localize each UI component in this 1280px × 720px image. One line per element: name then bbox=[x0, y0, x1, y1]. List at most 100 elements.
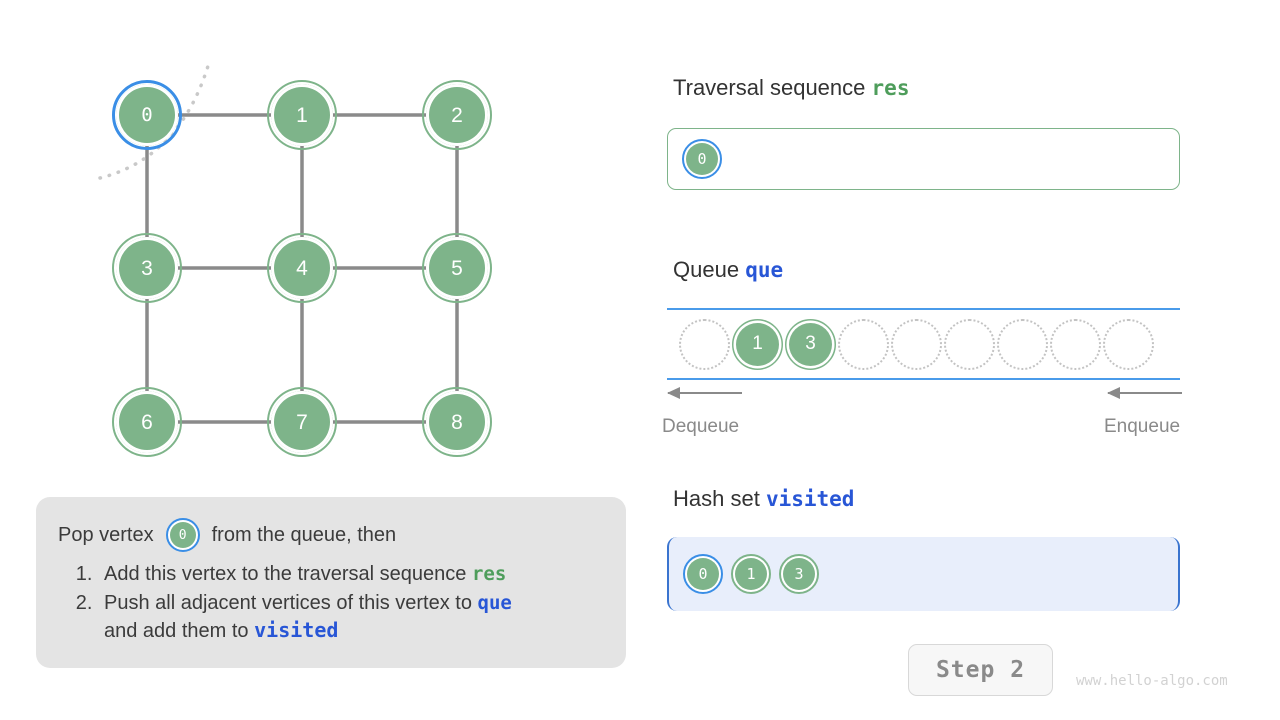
queue-slot-empty-7[interactable] bbox=[1050, 318, 1101, 370]
queue-slot-label: 1 bbox=[736, 322, 779, 366]
res-container: 0 bbox=[667, 128, 1180, 190]
caption-step-1-text: Add this vertex to the traversal sequenc… bbox=[104, 563, 467, 585]
caption-text-before: Pop vertex bbox=[58, 523, 154, 546]
queue-slot-label: 3 bbox=[789, 322, 832, 366]
hash-title-text: Hash set bbox=[673, 486, 760, 511]
graph-node-label: 3 bbox=[141, 256, 153, 280]
graph-node-4[interactable]: 4 bbox=[267, 233, 337, 303]
queue-title-text: Queue bbox=[673, 257, 740, 282]
graph-node-circle: 4 bbox=[267, 233, 337, 303]
caption-step-2: Push all adjacent vertices of this verte… bbox=[98, 590, 604, 645]
caption-step-1: Add this vertex to the traversal sequenc… bbox=[98, 561, 604, 588]
graph-node-label: 2 bbox=[451, 103, 463, 127]
res-title-code: res bbox=[871, 76, 910, 100]
caption-line-primary: Pop vertex 0 from the queue, then bbox=[58, 515, 604, 555]
graph-node-2[interactable]: 2 bbox=[422, 80, 492, 150]
hash-item-ring bbox=[779, 554, 819, 594]
queue-slot-empty-6[interactable] bbox=[997, 318, 1048, 370]
graph-node-3[interactable]: 3 bbox=[112, 233, 182, 303]
graph-node-label: 6 bbox=[141, 410, 153, 434]
step-indicator-button[interactable]: Step 2 bbox=[908, 644, 1053, 696]
queue-slot-3[interactable]: 3 bbox=[785, 318, 836, 370]
queue-slot-ring bbox=[732, 318, 783, 370]
graph-node-6[interactable]: 6 bbox=[112, 387, 182, 457]
graph-node-5[interactable]: 5 bbox=[422, 233, 492, 303]
enqueue-arrow-icon bbox=[1107, 387, 1182, 399]
queue-slot-label bbox=[842, 323, 885, 366]
caption-step-2-text-2: and add them to bbox=[104, 620, 249, 643]
queue-slot-label bbox=[1001, 323, 1044, 366]
queue-slot-label bbox=[1107, 323, 1150, 366]
caption-step-2-code-visited: visited bbox=[254, 618, 339, 643]
graph-node-circle: 2 bbox=[422, 80, 492, 150]
graph-node-label: 0 bbox=[141, 103, 153, 126]
queue-slot-ring bbox=[785, 318, 836, 370]
queue-slot-empty-3[interactable] bbox=[838, 318, 889, 370]
res-section-title: Traversal sequence res bbox=[673, 75, 909, 101]
hash-section-title: Hash set visited bbox=[673, 486, 854, 512]
hash-item-0[interactable]: 0 bbox=[683, 554, 723, 594]
graph-node-8[interactable]: 8 bbox=[422, 387, 492, 457]
res-item-0[interactable]: 0 bbox=[682, 139, 722, 179]
queue-slot-ring bbox=[944, 318, 995, 370]
res-title-text: Traversal sequence bbox=[673, 75, 866, 100]
graph-node-0[interactable]: 0 bbox=[112, 80, 182, 150]
queue-slot-label bbox=[683, 323, 726, 366]
graph-node-label: 4 bbox=[296, 256, 308, 280]
enqueue-label: Enqueue bbox=[1104, 416, 1181, 437]
queue-slot-1[interactable]: 1 bbox=[732, 318, 783, 370]
caption-vertex-chip: 0 bbox=[165, 518, 200, 552]
queue-section-title: Queue que bbox=[673, 257, 783, 283]
queue-slot-empty-0[interactable] bbox=[679, 318, 730, 370]
hash-item-3[interactable]: 3 bbox=[779, 554, 819, 594]
caption-step-list: Add this vertex to the traversal sequenc… bbox=[58, 561, 604, 646]
graph-node-circle: 6 bbox=[112, 387, 182, 457]
res-item-ring bbox=[682, 139, 722, 179]
caption-text-after: from the queue, then bbox=[211, 523, 397, 546]
graph-node-label: 1 bbox=[296, 103, 308, 127]
graph-node-7[interactable]: 7 bbox=[267, 387, 337, 457]
hash-item-ring bbox=[683, 554, 723, 594]
graph-node-circle: 3 bbox=[112, 233, 182, 303]
queue-rail-top-line bbox=[667, 308, 1180, 310]
hash-item-ring bbox=[731, 554, 771, 594]
queue-slot-empty-8[interactable] bbox=[1103, 318, 1154, 370]
queue-slot-label bbox=[1054, 323, 1097, 366]
queue-slot-ring bbox=[997, 318, 1048, 370]
dequeue-arrow-icon bbox=[667, 387, 742, 399]
hash-item-1[interactable]: 1 bbox=[731, 554, 771, 594]
queue-slot-ring bbox=[891, 318, 942, 370]
queue-slot-ring bbox=[1050, 318, 1101, 370]
caption-step-2-code-que: que bbox=[477, 592, 512, 615]
graph-node-label: 8 bbox=[451, 410, 463, 434]
dequeue-label: Dequeue bbox=[662, 416, 740, 437]
watermark-label: www.hello-algo.com bbox=[1076, 673, 1228, 689]
graph-node-label: 7 bbox=[296, 410, 308, 434]
graph-node-label: 5 bbox=[451, 256, 463, 280]
caption-box: Pop vertex 0 from the queue, then Add th… bbox=[36, 497, 626, 668]
graph-node-circle: 7 bbox=[267, 387, 337, 457]
caption-vertex-chip-ring bbox=[165, 518, 200, 552]
queue-arrow-row bbox=[660, 382, 1190, 406]
queue-slot-empty-4[interactable] bbox=[891, 318, 942, 370]
queue-slot-ring bbox=[838, 318, 889, 370]
graph-panel: 0 1 2 3 4 5 6 7 8 bbox=[0, 0, 640, 480]
graph-node-circle: 8 bbox=[422, 387, 492, 457]
queue-slot-ring bbox=[679, 318, 730, 370]
queue-slot-empty-5[interactable] bbox=[944, 318, 995, 370]
hash-title-code: visited bbox=[765, 487, 855, 511]
queue-rail-bottom-line bbox=[667, 378, 1180, 380]
caption-step-2-text: Push all adjacent vertices of this verte… bbox=[104, 592, 472, 615]
queue-slot-label bbox=[895, 323, 938, 366]
queue-slot-label bbox=[948, 323, 991, 366]
graph-node-1[interactable]: 1 bbox=[267, 80, 337, 150]
graph-node-circle: 1 bbox=[267, 80, 337, 150]
queue-slot-ring bbox=[1103, 318, 1154, 370]
caption-step-1-code-res: res bbox=[471, 563, 507, 585]
graph-node-circle: 5 bbox=[422, 233, 492, 303]
